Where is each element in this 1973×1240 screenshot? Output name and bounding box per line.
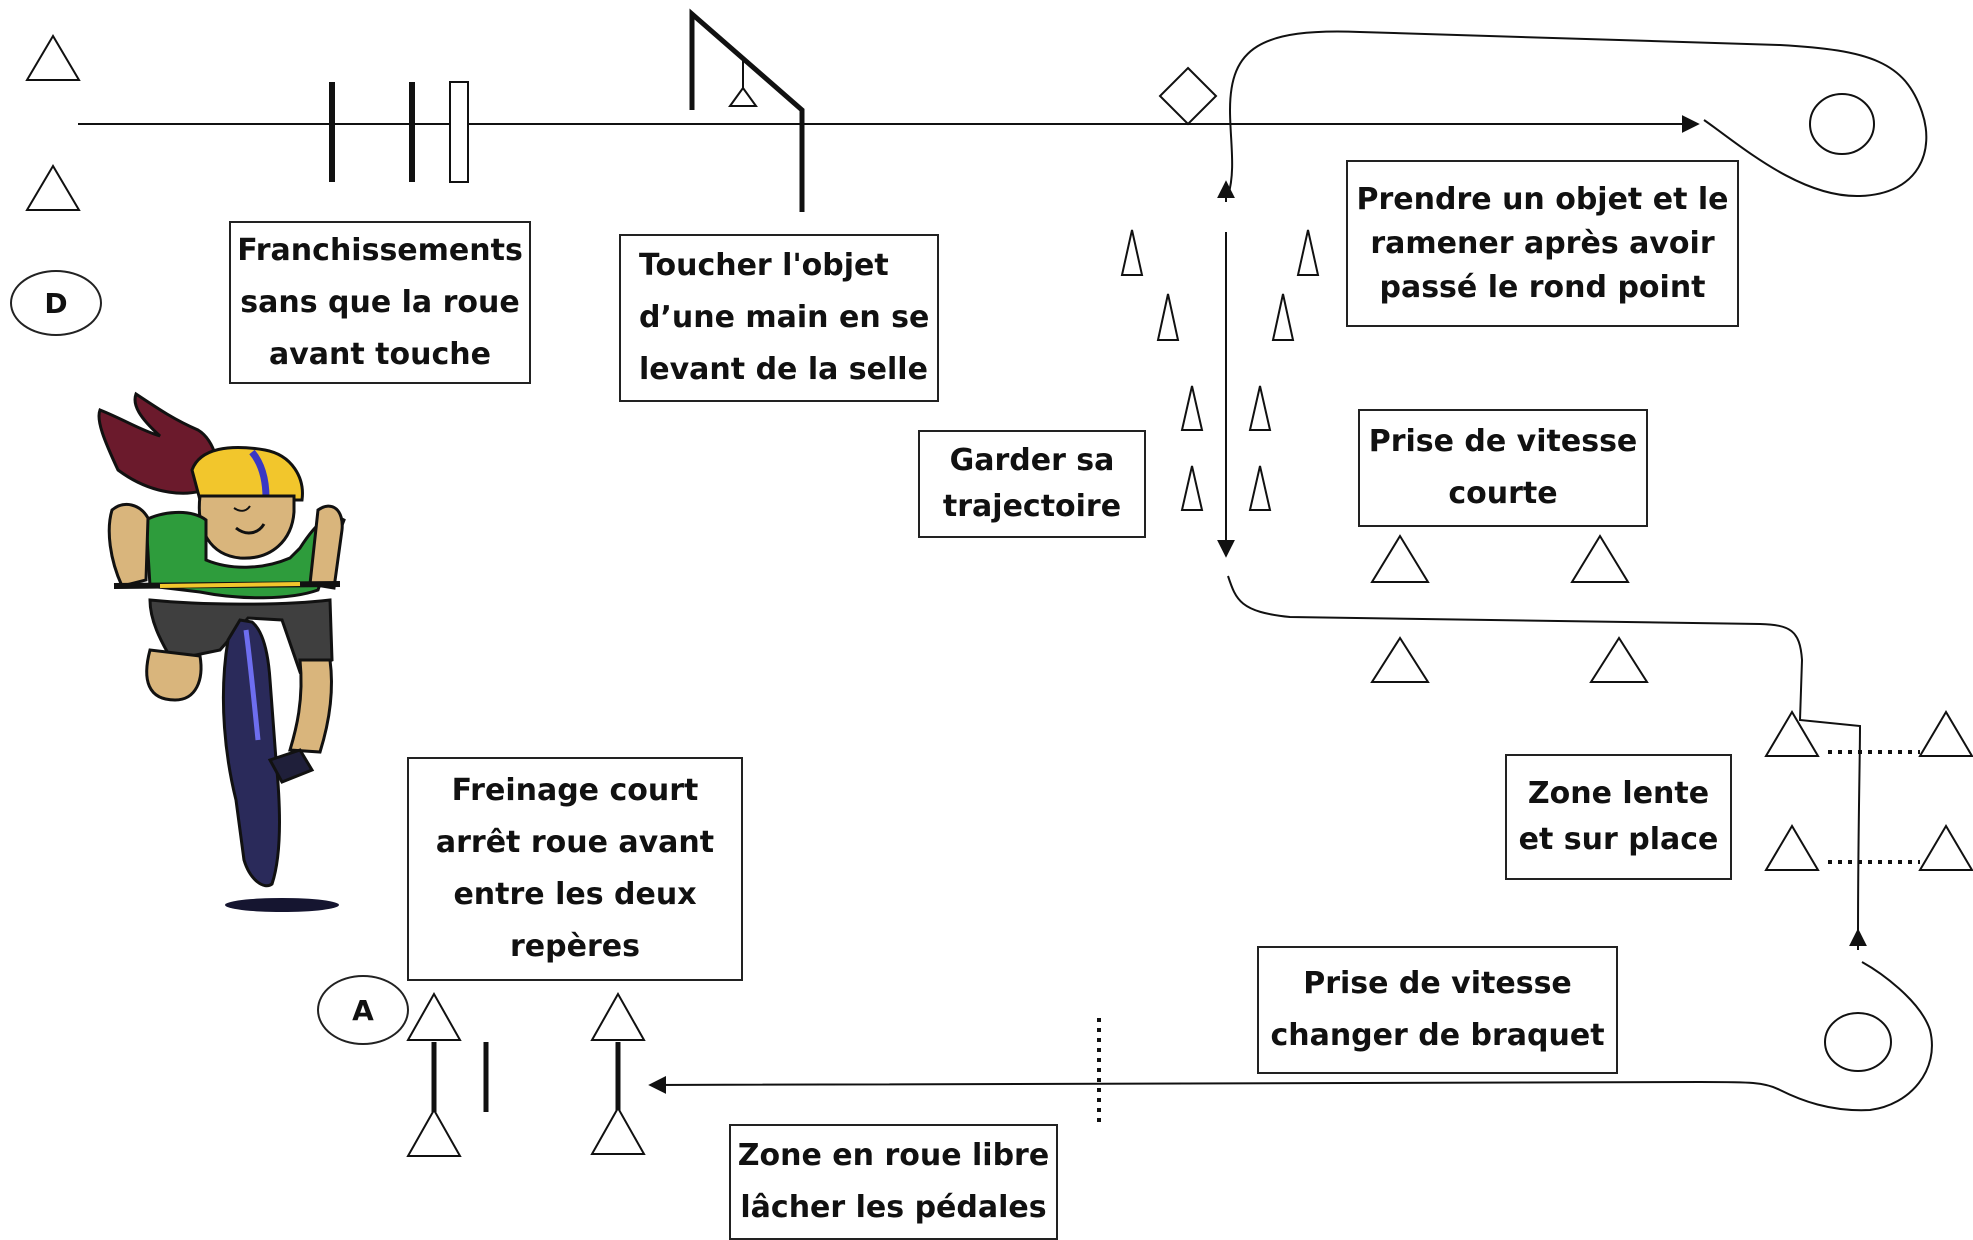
traffic-cone-icon <box>1248 385 1272 431</box>
label-short-speed: Prise de vitesse courte <box>1358 409 1648 527</box>
label-line: Freinage court <box>451 773 699 808</box>
label-keep-line: Garder sa trajectoire <box>918 430 1146 538</box>
label-slow-zone: Zone lente et sur place <box>1505 754 1732 880</box>
traffic-cone-icon <box>1570 534 1630 583</box>
label-line: d’une main en se <box>639 300 930 335</box>
label-line: trajectoire <box>942 489 1122 524</box>
traffic-cone-icon <box>590 991 646 1041</box>
traffic-cone-icon <box>406 991 462 1041</box>
traffic-cone-icon <box>1918 824 1973 871</box>
traffic-cone-icon <box>1918 710 1973 757</box>
traffic-cone-icon <box>1271 293 1295 341</box>
label-freewheel: Zone en roue libre lâcher les pédales <box>729 1124 1058 1240</box>
label-line: Prise de vitesse <box>1368 424 1638 459</box>
bottom-loop-path <box>648 961 1933 1112</box>
traffic-cone-icon <box>25 164 81 211</box>
obstacle-plank <box>449 81 469 183</box>
label-braking: Freinage court arrêt roue avant entre le… <box>407 757 743 981</box>
traffic-cone-icon <box>1120 229 1144 276</box>
label-line: changer de braquet <box>1270 1018 1605 1053</box>
label-touch-object: Toucher l'objet d’une main en se levant … <box>619 234 939 402</box>
traffic-cone-icon <box>406 1107 462 1157</box>
traffic-cone-icon <box>590 1105 646 1155</box>
top-loop-path <box>1227 30 1928 198</box>
label-take-object: Prendre un objet et le ramener après avo… <box>1346 160 1739 327</box>
traffic-cone-icon-group <box>25 34 1973 1157</box>
traffic-cone-icon <box>25 34 81 81</box>
label-line: avant touche <box>269 336 491 372</box>
label-line: Franchissements <box>237 232 523 268</box>
label-line: Toucher l'objet <box>639 248 889 283</box>
traffic-cone-icon <box>1180 465 1204 511</box>
label-line: sans que la roue <box>240 284 520 320</box>
roundabout-icon-top <box>1809 93 1875 155</box>
label-line: Prise de vitesse <box>1303 966 1572 1001</box>
finish-marker: A <box>317 975 409 1045</box>
traffic-cone-icon <box>1156 293 1180 341</box>
label-line: Prendre un objet et le <box>1356 181 1729 217</box>
label-line: passé le rond point <box>1379 269 1706 305</box>
gantry-icon <box>689 8 805 212</box>
label-line: Zone lente <box>1527 776 1710 811</box>
traffic-cone-icon <box>1764 710 1820 757</box>
label-line: et sur place <box>1518 822 1719 857</box>
label-line: levant de la selle <box>639 352 928 387</box>
traffic-cone-icon <box>1370 636 1430 683</box>
label-line: entre les deux <box>453 877 697 912</box>
slalom-cones <box>1120 229 1320 511</box>
traffic-cone-icon <box>1370 534 1430 583</box>
label-line: arrêt roue avant <box>435 825 715 860</box>
label-line: lâcher les pédales <box>740 1190 1047 1225</box>
traffic-cone-icon <box>1248 465 1272 511</box>
diamond-marker <box>1158 66 1218 126</box>
label-line: Garder sa <box>949 443 1115 478</box>
middle-path <box>1227 575 1862 941</box>
label-line: repères <box>510 929 640 964</box>
traffic-cone-icon <box>1180 385 1204 431</box>
start-marker: D <box>10 270 102 336</box>
label-speed-gear: Prise de vitesse changer de braquet <box>1257 946 1618 1074</box>
traffic-cone-icon <box>1764 824 1820 871</box>
traffic-cone-icon <box>1589 636 1649 683</box>
label-line: courte <box>1448 476 1558 511</box>
label-line: ramener après avoir <box>1370 225 1715 261</box>
label-line: Zone en roue libre <box>737 1138 1050 1173</box>
roundabout-icon-bottom <box>1824 1012 1892 1072</box>
traffic-cone-icon <box>1296 229 1320 276</box>
cyclist-illustration <box>97 391 346 912</box>
label-crossings: Franchissements sans que la roue avant t… <box>229 221 531 384</box>
